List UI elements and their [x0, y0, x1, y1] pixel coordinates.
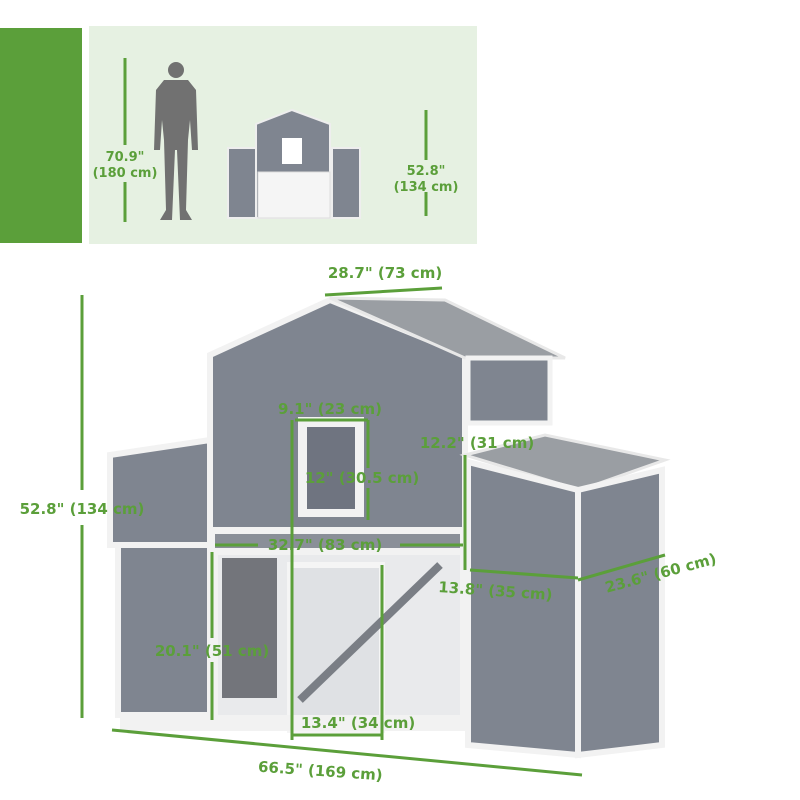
- coop-height-cm-label: (134 cm): [394, 180, 459, 195]
- coop-height-label: 52.8": [407, 164, 446, 179]
- window-height-label: 12" (30.5 cm): [305, 469, 419, 487]
- green-side-bar: [0, 28, 82, 243]
- person-silhouette-icon: [154, 62, 198, 220]
- run-height-label: 20.1" (51 cm): [155, 642, 269, 660]
- run-width-label: 32.7" (83 cm): [268, 536, 382, 554]
- person-height-label: 70.9": [106, 150, 145, 165]
- dimension-lines: [80, 286, 666, 777]
- roof-width-label: 28.7" (73 cm): [328, 264, 442, 282]
- coop-thumbnail: [227, 108, 361, 219]
- window-width-label: 9.1" (23 cm): [278, 400, 382, 418]
- door-width-label: 13.4" (34 cm): [301, 714, 415, 732]
- side-height-label: 12.2" (31 cm): [420, 434, 534, 452]
- total-width-label: 66.5" (169 cm): [257, 758, 383, 785]
- total-height-label: 52.8" (134 cm): [20, 500, 145, 518]
- person-height-cm-label: (180 cm): [93, 166, 158, 181]
- chicken-coop-illustration: [107, 296, 671, 759]
